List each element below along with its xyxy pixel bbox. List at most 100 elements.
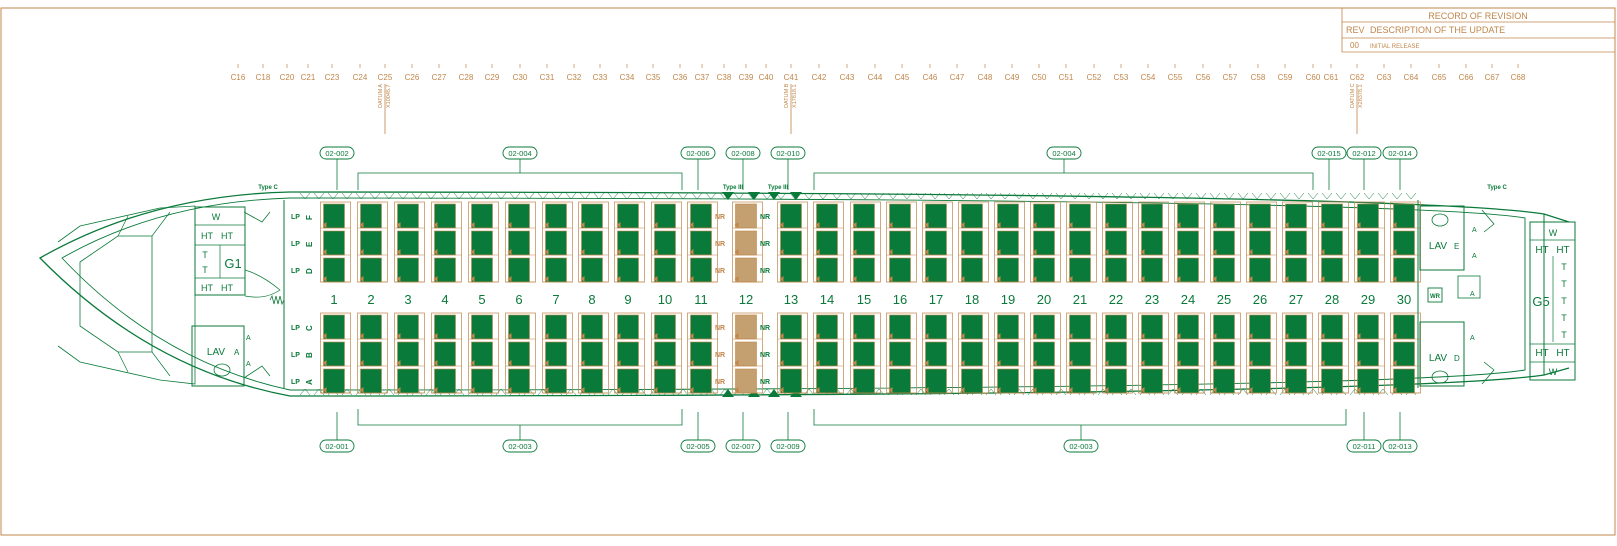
- passenger-seat[interactable]: [780, 314, 802, 340]
- passenger-seat[interactable]: [1357, 368, 1379, 394]
- passenger-seat[interactable]: [780, 368, 802, 394]
- passenger-seat[interactable]: [816, 203, 838, 229]
- passenger-seat[interactable]: [1069, 257, 1091, 283]
- passenger-seat[interactable]: [1033, 368, 1055, 394]
- passenger-seat[interactable]: [654, 257, 676, 283]
- passenger-seat[interactable]: [434, 230, 456, 256]
- passenger-seat[interactable]: [434, 203, 456, 229]
- passenger-seat[interactable]: [1177, 314, 1199, 340]
- passenger-seat[interactable]: [1249, 341, 1271, 367]
- passenger-seat[interactable]: [397, 368, 419, 394]
- passenger-seat[interactable]: [889, 257, 911, 283]
- passenger-seat[interactable]: [780, 341, 802, 367]
- passenger-seat[interactable]: [1393, 230, 1415, 256]
- passenger-seat[interactable]: [323, 257, 345, 283]
- passenger-seat[interactable]: [853, 314, 875, 340]
- passenger-seat[interactable]: [1105, 257, 1127, 283]
- passenger-seat[interactable]: [735, 257, 757, 283]
- passenger-seat[interactable]: [508, 314, 530, 340]
- passenger-seat[interactable]: [780, 257, 802, 283]
- passenger-seat[interactable]: [1249, 368, 1271, 394]
- passenger-seat[interactable]: [1105, 368, 1127, 394]
- passenger-seat[interactable]: [925, 368, 947, 394]
- passenger-seat[interactable]: [617, 368, 639, 394]
- passenger-seat[interactable]: [925, 314, 947, 340]
- passenger-seat[interactable]: [471, 314, 493, 340]
- passenger-seat[interactable]: [360, 257, 382, 283]
- passenger-seat[interactable]: [471, 203, 493, 229]
- passenger-seat[interactable]: [1393, 341, 1415, 367]
- passenger-seat[interactable]: [581, 341, 603, 367]
- passenger-seat[interactable]: [853, 341, 875, 367]
- passenger-seat[interactable]: [1285, 257, 1307, 283]
- passenger-seat[interactable]: [925, 203, 947, 229]
- passenger-seat[interactable]: [323, 314, 345, 340]
- passenger-seat[interactable]: [925, 230, 947, 256]
- passenger-seat[interactable]: [853, 230, 875, 256]
- passenger-seat[interactable]: [1213, 203, 1235, 229]
- passenger-seat[interactable]: [997, 314, 1019, 340]
- passenger-seat[interactable]: [735, 203, 757, 229]
- passenger-seat[interactable]: [434, 341, 456, 367]
- passenger-seat[interactable]: [1285, 314, 1307, 340]
- passenger-seat[interactable]: [397, 230, 419, 256]
- passenger-seat[interactable]: [853, 368, 875, 394]
- passenger-seat[interactable]: [816, 314, 838, 340]
- passenger-seat[interactable]: [360, 314, 382, 340]
- passenger-seat[interactable]: [735, 314, 757, 340]
- passenger-seat[interactable]: [780, 203, 802, 229]
- passenger-seat[interactable]: [654, 203, 676, 229]
- passenger-seat[interactable]: [397, 314, 419, 340]
- passenger-seat[interactable]: [961, 203, 983, 229]
- passenger-seat[interactable]: [690, 368, 712, 394]
- passenger-seat[interactable]: [961, 257, 983, 283]
- passenger-seat[interactable]: [925, 341, 947, 367]
- passenger-seat[interactable]: [816, 230, 838, 256]
- passenger-seat[interactable]: [889, 341, 911, 367]
- passenger-seat[interactable]: [925, 257, 947, 283]
- passenger-seat[interactable]: [997, 230, 1019, 256]
- passenger-seat[interactable]: [735, 230, 757, 256]
- passenger-seat[interactable]: [617, 341, 639, 367]
- passenger-seat[interactable]: [1033, 203, 1055, 229]
- passenger-seat[interactable]: [1285, 368, 1307, 394]
- passenger-seat[interactable]: [1105, 203, 1127, 229]
- passenger-seat[interactable]: [853, 257, 875, 283]
- passenger-seat[interactable]: [1393, 203, 1415, 229]
- passenger-seat[interactable]: [1141, 341, 1163, 367]
- passenger-seat[interactable]: [735, 368, 757, 394]
- passenger-seat[interactable]: [1069, 203, 1091, 229]
- passenger-seat[interactable]: [1357, 230, 1379, 256]
- passenger-seat[interactable]: [1285, 341, 1307, 367]
- passenger-seat[interactable]: [690, 341, 712, 367]
- passenger-seat[interactable]: [961, 230, 983, 256]
- passenger-seat[interactable]: [545, 341, 567, 367]
- passenger-seat[interactable]: [545, 230, 567, 256]
- passenger-seat[interactable]: [1141, 203, 1163, 229]
- passenger-seat[interactable]: [360, 230, 382, 256]
- passenger-seat[interactable]: [471, 230, 493, 256]
- passenger-seat[interactable]: [581, 203, 603, 229]
- passenger-seat[interactable]: [1033, 314, 1055, 340]
- passenger-seat[interactable]: [508, 230, 530, 256]
- passenger-seat[interactable]: [581, 368, 603, 394]
- passenger-seat[interactable]: [654, 230, 676, 256]
- passenger-seat[interactable]: [654, 341, 676, 367]
- passenger-seat[interactable]: [654, 368, 676, 394]
- passenger-seat[interactable]: [1177, 257, 1199, 283]
- passenger-seat[interactable]: [1321, 203, 1343, 229]
- passenger-seat[interactable]: [1249, 203, 1271, 229]
- passenger-seat[interactable]: [1321, 314, 1343, 340]
- passenger-seat[interactable]: [1033, 341, 1055, 367]
- passenger-seat[interactable]: [1177, 203, 1199, 229]
- passenger-seat[interactable]: [654, 314, 676, 340]
- passenger-seat[interactable]: [1177, 230, 1199, 256]
- passenger-seat[interactable]: [1357, 203, 1379, 229]
- passenger-seat[interactable]: [1285, 230, 1307, 256]
- passenger-seat[interactable]: [1285, 203, 1307, 229]
- passenger-seat[interactable]: [434, 257, 456, 283]
- passenger-seat[interactable]: [545, 257, 567, 283]
- passenger-seat[interactable]: [690, 230, 712, 256]
- passenger-seat[interactable]: [961, 341, 983, 367]
- passenger-seat[interactable]: [1393, 368, 1415, 394]
